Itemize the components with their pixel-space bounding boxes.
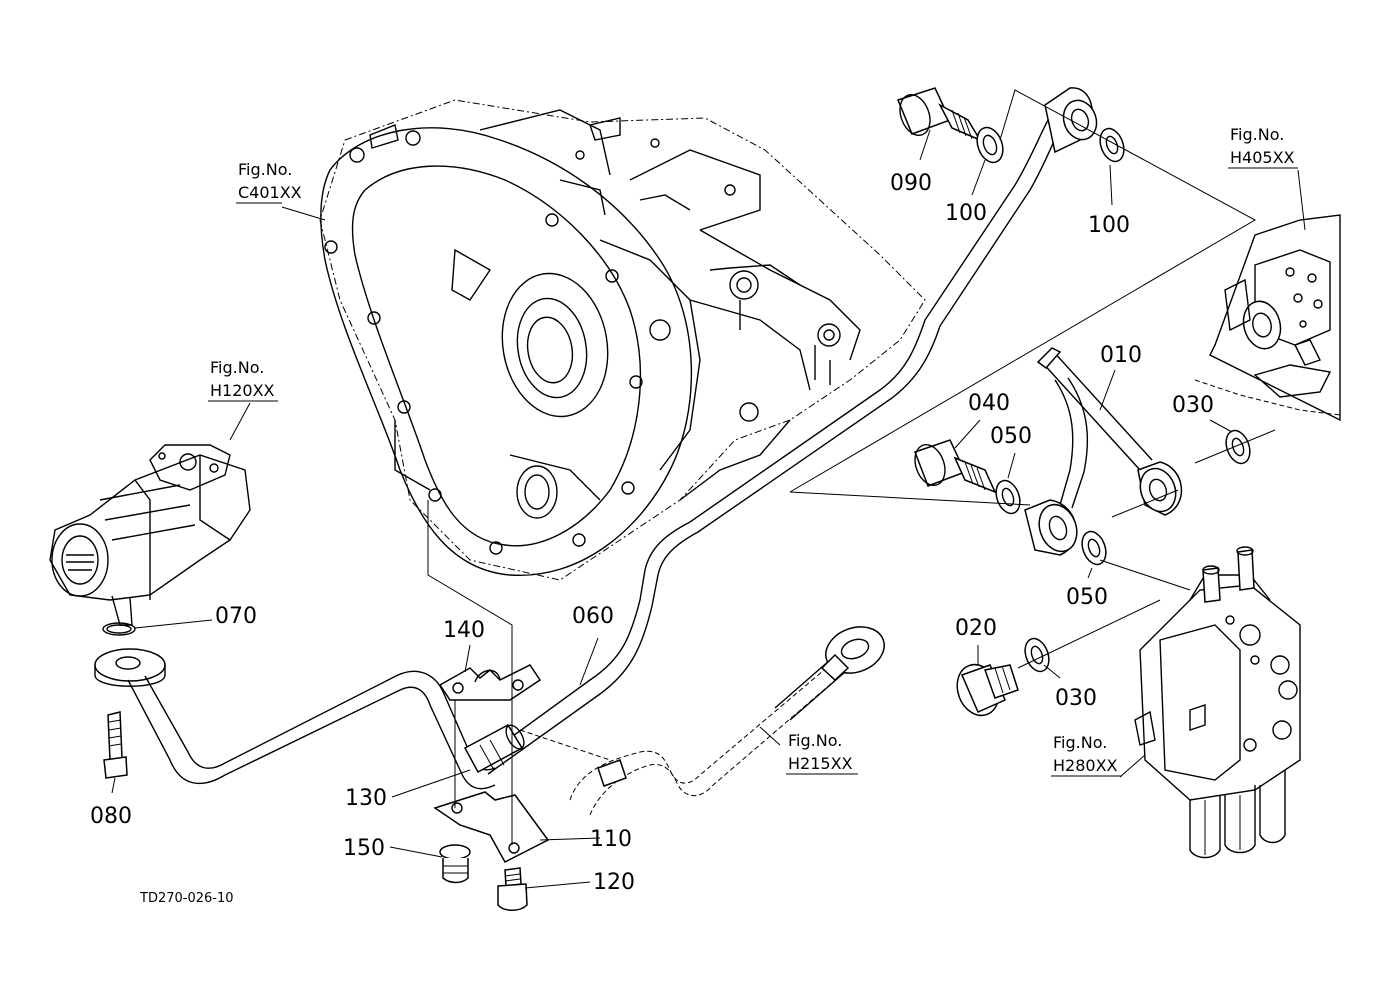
clamp-140 (438, 664, 542, 701)
figure-code: TD270-026-10 (139, 891, 234, 906)
reference-c401: Fig.No. C401XX (236, 160, 302, 204)
ref-caption: Fig.No. (788, 731, 842, 750)
leader-lines (111, 129, 1306, 889)
ref-caption: Fig.No. (238, 160, 292, 179)
part-label-090: 090 (890, 171, 932, 196)
part-label-030: 030 (1172, 393, 1214, 418)
washer-030-a (1225, 429, 1251, 465)
reference-h405: Fig.No. H405XX (1228, 125, 1298, 169)
valve-h280 (1134, 546, 1301, 859)
washer-100-b (1099, 127, 1125, 163)
pipe-sleeve-130 (463, 724, 525, 774)
ref-code: H280XX (1053, 756, 1118, 775)
ref-caption: Fig.No. (1053, 733, 1107, 752)
ref-code: H405XX (1230, 148, 1295, 167)
part-label-030: 030 (1055, 686, 1097, 711)
banjo-bolt-040 (914, 439, 997, 494)
part-label-040: 040 (968, 391, 1010, 416)
washer-100-a (976, 126, 1004, 164)
part-label-020: 020 (955, 616, 997, 641)
ref-code: H215XX (788, 754, 853, 773)
bolt-120 (497, 867, 528, 911)
part-label-050: 050 (1066, 585, 1108, 610)
pipe-010 (1036, 347, 1153, 509)
reference-h215: Fig.No. H215XX (786, 731, 858, 775)
bolt-150 (439, 844, 471, 884)
hydraulic-pump (49, 444, 251, 626)
part-label-130: 130 (345, 786, 387, 811)
o-ring-070 (102, 622, 136, 636)
delivery-pipe-060 (479, 119, 1063, 775)
bolt-080 (103, 711, 128, 779)
reference-h280: Fig.No. H280XX (1051, 733, 1122, 777)
washer-050-b (1081, 530, 1107, 566)
part-label-110: 110 (590, 827, 632, 852)
part-label-080: 080 (90, 804, 132, 829)
part-label-140: 140 (443, 618, 485, 643)
pipe-flange (94, 648, 166, 687)
suction-pipe (127, 670, 496, 790)
part-label-100: 100 (945, 201, 987, 226)
reference-h120: Fig.No. H120XX (208, 358, 278, 402)
banjo-bolt-020 (956, 663, 1019, 717)
ref-code: C401XX (238, 183, 302, 202)
part-label-060: 060 (572, 604, 614, 629)
part-label-050: 050 (990, 424, 1032, 449)
return-hose (519, 626, 885, 816)
transmission-housing (319, 99, 926, 581)
part-label-100: 100 (1088, 213, 1130, 238)
ref-code: H120XX (210, 381, 275, 400)
banjo-eye-upper (1044, 87, 1098, 154)
washer-050-a (995, 479, 1021, 515)
part-label-150: 150 (343, 836, 385, 861)
valve-h405 (1194, 214, 1341, 422)
banjo-eye-010-left (1024, 499, 1078, 556)
part-label-010: 010 (1100, 343, 1142, 368)
washer-030-b (1024, 637, 1050, 673)
part-label-070: 070 (215, 604, 257, 629)
banjo-bolt-090 (896, 87, 982, 142)
part-label-120: 120 (593, 870, 635, 895)
ref-caption: Fig.No. (1230, 125, 1284, 144)
ref-caption: Fig.No. (210, 358, 264, 377)
banjo-eye-010-right (1137, 461, 1182, 516)
